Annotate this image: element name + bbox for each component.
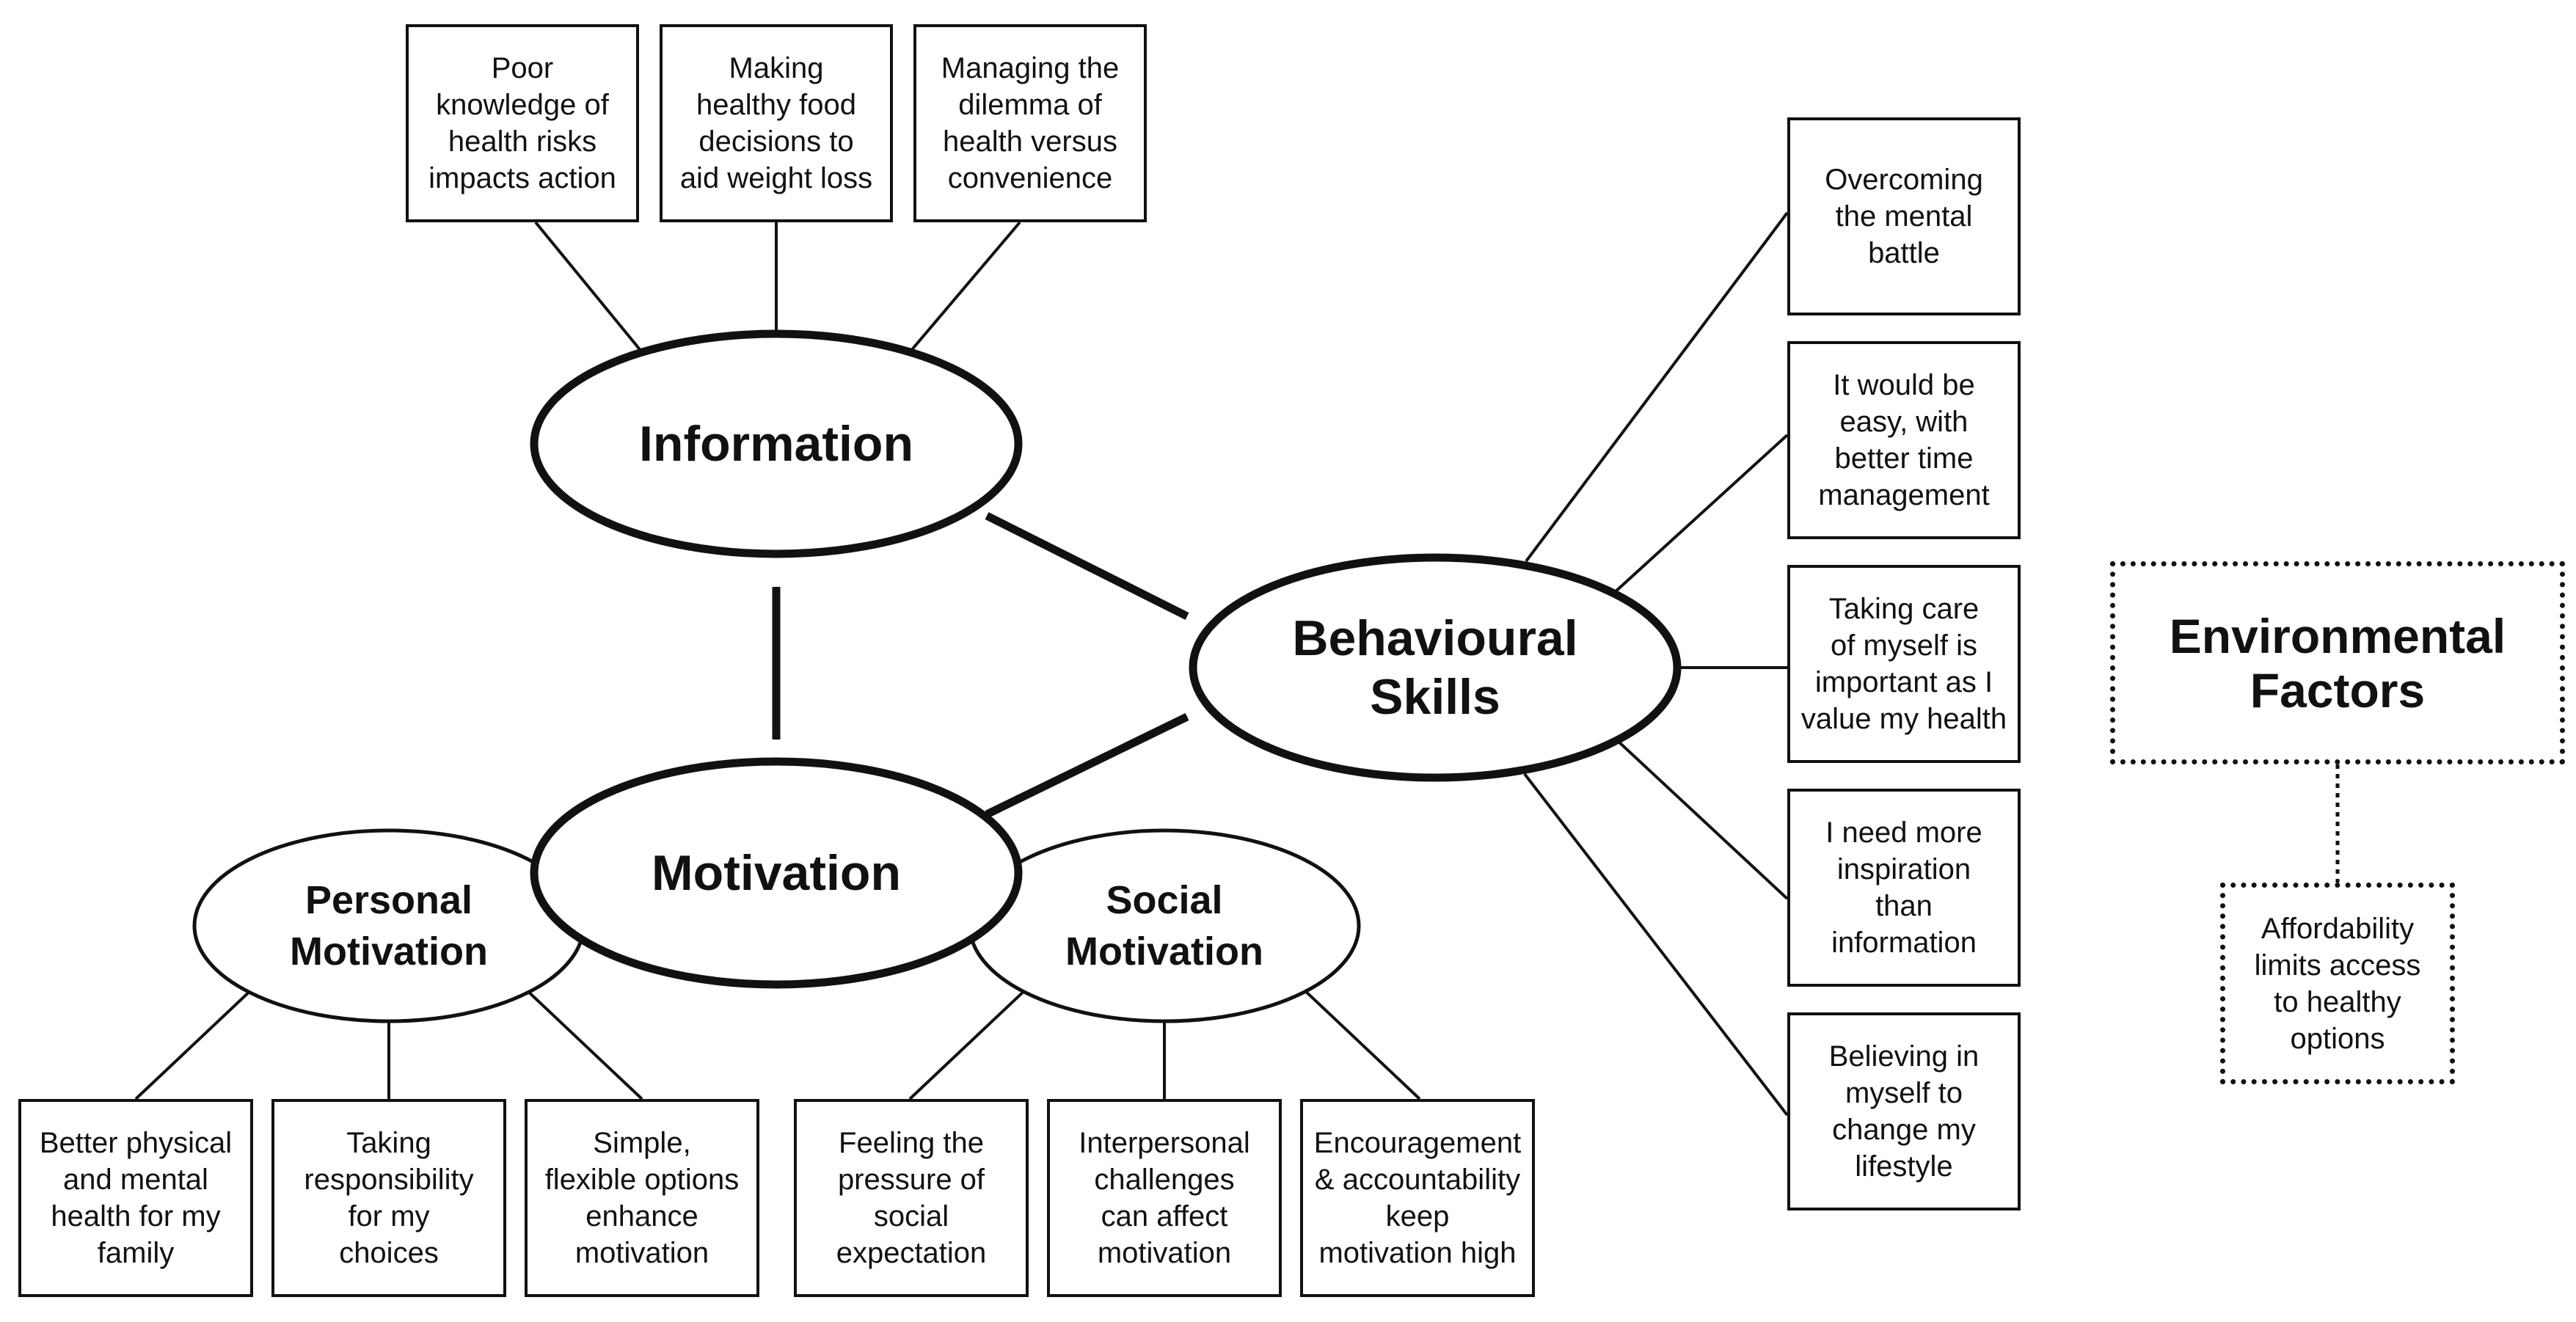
connector-info-box-3 <box>908 221 1021 354</box>
connector-skills-box-2 <box>1613 434 1789 594</box>
connector-social-box-3 <box>1301 987 1421 1100</box>
social-box-3: Encouragement & accountability keep moti… <box>1300 1099 1535 1297</box>
personal-box-1-text: Better physical and mental health for my… <box>39 1127 233 1269</box>
behavioural-box-5: Believing in myself to change my lifesty… <box>1787 1012 2021 1210</box>
behavioural-box-3-text: Taking care of myself is important as I … <box>1800 593 2007 735</box>
social-box-1-text: Feeling the pressure of social expectati… <box>836 1127 987 1269</box>
behavioural-box-1-text: Overcoming the mental battle <box>1825 164 1983 269</box>
connector-skills-box-4 <box>1616 739 1789 900</box>
personal-box-1: Better physical and mental health for my… <box>18 1099 253 1297</box>
behavioural-skills-label: Behavioural Skills <box>1292 610 1578 725</box>
personal-box-3: Simple, flexible options enhance motivat… <box>525 1099 759 1297</box>
connector-personal-box-3 <box>523 987 643 1100</box>
information-box-2: Making healthy food decisions to aid wei… <box>660 24 893 222</box>
information-box-3: Managing the dilemma of health versus co… <box>913 24 1147 222</box>
personal-box-3-text: Simple, flexible options enhance motivat… <box>544 1127 740 1269</box>
behavioural-box-5-text: Believing in myself to change my lifesty… <box>1828 1040 1980 1183</box>
behavioural-box-3: Taking care of myself is important as I … <box>1787 565 2021 763</box>
information-box-1: Poor knowledge of health risks impacts a… <box>406 24 639 222</box>
connector-social-box-1 <box>908 987 1029 1100</box>
social-box-2-text: Interpersonal challenges can affect moti… <box>1079 1127 1250 1269</box>
social-box-3-text: Encouragement & accountability keep moti… <box>1313 1127 1522 1269</box>
information-box-2-text: Making healthy food decisions to aid wei… <box>679 52 873 194</box>
connector-skills-box-5 <box>1523 773 1789 1117</box>
social-box-2: Interpersonal challenges can affect moti… <box>1047 1099 1282 1297</box>
behavioural-box-2: It would be easy, with better time manag… <box>1787 341 2021 539</box>
environmental-factors-box: Environmental Factors <box>2110 561 2565 764</box>
behavioural-box-4: I need more inspiration than information <box>1787 789 2021 987</box>
information-box-1-text: Poor knowledge of health risks impacts a… <box>428 52 616 194</box>
behavioural-skills-ellipse <box>1189 553 1682 782</box>
social-motivation-label: Social Motivation <box>1065 878 1263 974</box>
environmental-factors-label: Environmental Factors <box>2169 608 2506 717</box>
personal-box-2: Taking responsibility for my choices <box>271 1099 506 1297</box>
connector-personal-box-1 <box>134 987 255 1100</box>
arrow-motivation-to-skills <box>985 713 1189 818</box>
environmental-box-1-text: Affordability limits access to healthy o… <box>2254 912 2421 1055</box>
motivation-ellipse <box>530 757 1023 989</box>
information-label: Information <box>639 416 913 472</box>
personal-motivation-label: Personal Motivation <box>290 878 488 974</box>
connector-info-box-1 <box>534 221 643 354</box>
behavioural-box-1: Overcoming the mental battle <box>1787 117 2021 315</box>
information-box-3-text: Managing the dilemma of health versus co… <box>941 52 1120 194</box>
arrow-information-to-skills <box>985 512 1189 620</box>
environmental-box-1: Affordability limits access to healthy o… <box>2220 883 2455 1084</box>
behavioural-box-4-text: I need more inspiration than information <box>1825 817 1982 959</box>
connector-skills-box-1 <box>1525 211 1789 563</box>
behavioural-box-2-text: It would be easy, with better time manag… <box>1818 369 1990 511</box>
information-ellipse <box>530 329 1023 558</box>
motivation-label: Motivation <box>652 845 901 901</box>
personal-box-2-text: Taking responsibility for my choices <box>304 1127 474 1269</box>
social-box-1: Feeling the pressure of social expectati… <box>794 1099 1029 1297</box>
